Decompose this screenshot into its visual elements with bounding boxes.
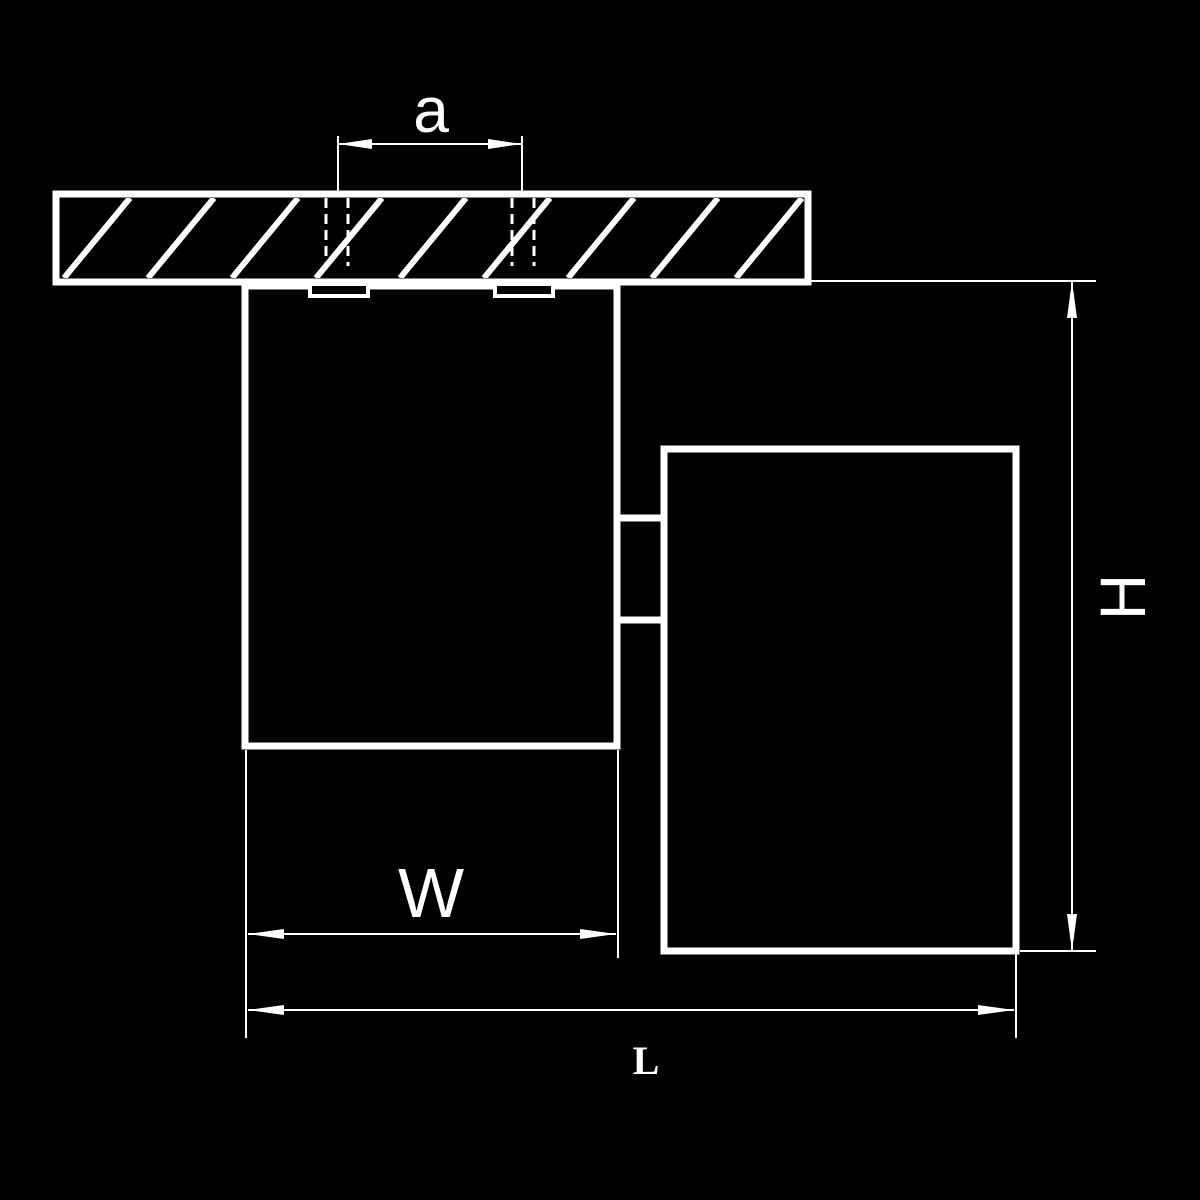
mount-body [241,282,621,750]
mount-clip-left [308,282,370,298]
mount-clip-right [493,282,555,298]
dimension-label-a: a [413,74,449,146]
dimension-label-w: W [398,854,464,932]
dimension-a: a [337,74,523,196]
dimension-label-h: H [1087,574,1159,620]
screw-holes [324,198,536,266]
dimension-w: W [245,750,619,1038]
dimension-l: L [248,954,1017,1083]
mounting-plate-outline [52,190,812,286]
lamp-head [660,445,1020,955]
mounting-plate [52,190,812,286]
dimension-h: H [810,280,1159,952]
mounting-plate-hatching [61,198,804,278]
dimension-label-l: L [633,1038,660,1083]
connector [617,514,664,624]
mount-body-outline [241,282,621,750]
